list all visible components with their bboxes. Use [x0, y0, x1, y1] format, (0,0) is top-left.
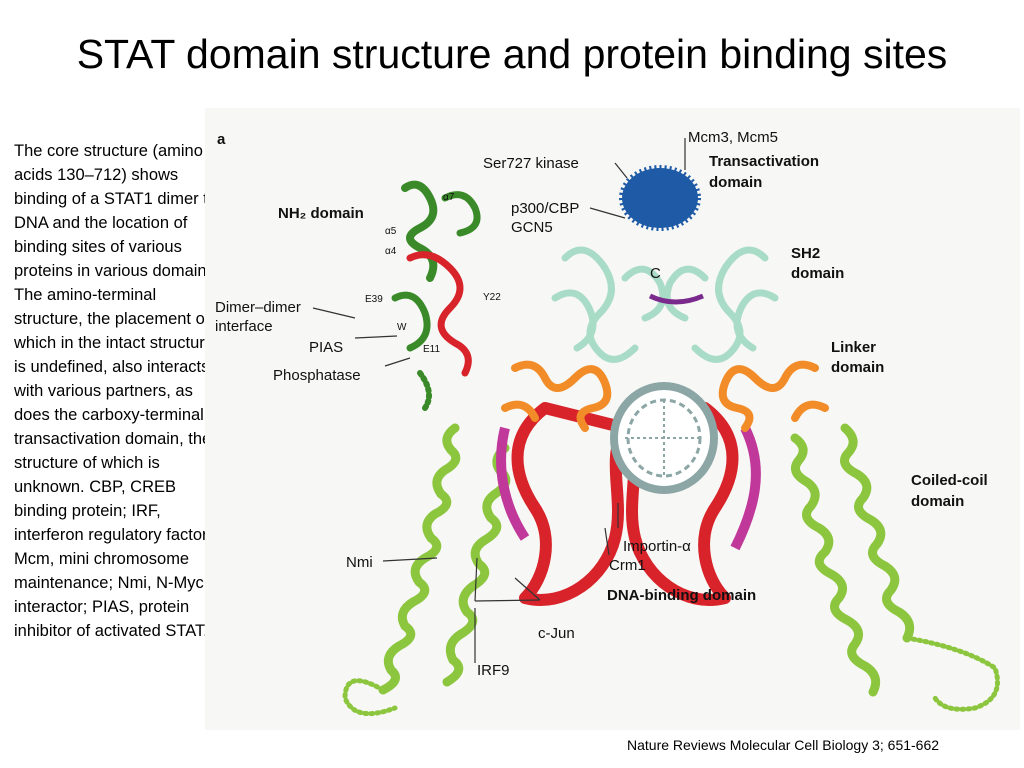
label-pias: PIAS: [309, 339, 343, 356]
label-coiled-2: domain: [911, 493, 964, 510]
label-c-terminus: C: [650, 265, 661, 282]
label-crm1: Crm1: [609, 557, 646, 574]
label-sh2-1: SH2: [791, 245, 820, 262]
label-p300: p300/CBP: [511, 200, 579, 217]
label-dimer-1: Dimer–dimer: [215, 299, 301, 316]
label-alpha7: α7: [443, 192, 455, 203]
label-phosphatase: Phosphatase: [273, 367, 361, 384]
label-linker-1: Linker: [831, 339, 876, 356]
slide-title: STAT domain structure and protein bindin…: [0, 30, 1024, 78]
transactivation-domain: [622, 168, 698, 228]
citation-text: Nature Reviews Molecular Cell Biology 3;…: [627, 736, 939, 754]
label-cjun: c-Jun: [538, 625, 575, 642]
label-y22: Y22: [483, 292, 501, 303]
label-nh2-domain: NH₂ domain: [278, 205, 364, 222]
stat-structure-figure: a Mcm3, Mcm5 Ser727 kinase Transactivati…: [205, 108, 1020, 730]
label-mcm: Mcm3, Mcm5: [688, 129, 778, 146]
structure-diagram: a Mcm3, Mcm5 Ser727 kinase Transactivati…: [205, 108, 1020, 730]
label-ser727: Ser727 kinase: [483, 155, 579, 172]
label-transactivation-2: domain: [709, 174, 762, 191]
panel-label: a: [217, 131, 226, 148]
label-e39: E39: [365, 294, 383, 305]
label-dna-binding-domain: DNA-binding domain: [607, 587, 756, 604]
label-irf9: IRF9: [477, 662, 510, 679]
label-dimer-2: interface: [215, 318, 273, 335]
dna-helix: [614, 386, 714, 490]
label-linker-2: domain: [831, 359, 884, 376]
description-text: The core structure (amino acids 130–712)…: [14, 139, 228, 643]
label-coiled-1: Coiled-coil: [911, 472, 988, 489]
label-w: W: [397, 322, 407, 333]
label-gcn5: GCN5: [511, 219, 553, 236]
label-alpha5: α5: [385, 226, 397, 237]
label-alpha4: α4: [385, 246, 397, 257]
label-importin: Importin-α: [623, 538, 691, 555]
label-nmi: Nmi: [346, 554, 373, 571]
label-transactivation-1: Transactivation: [709, 153, 819, 170]
label-e11: E11: [423, 344, 440, 355]
label-sh2-2: domain: [791, 265, 844, 282]
